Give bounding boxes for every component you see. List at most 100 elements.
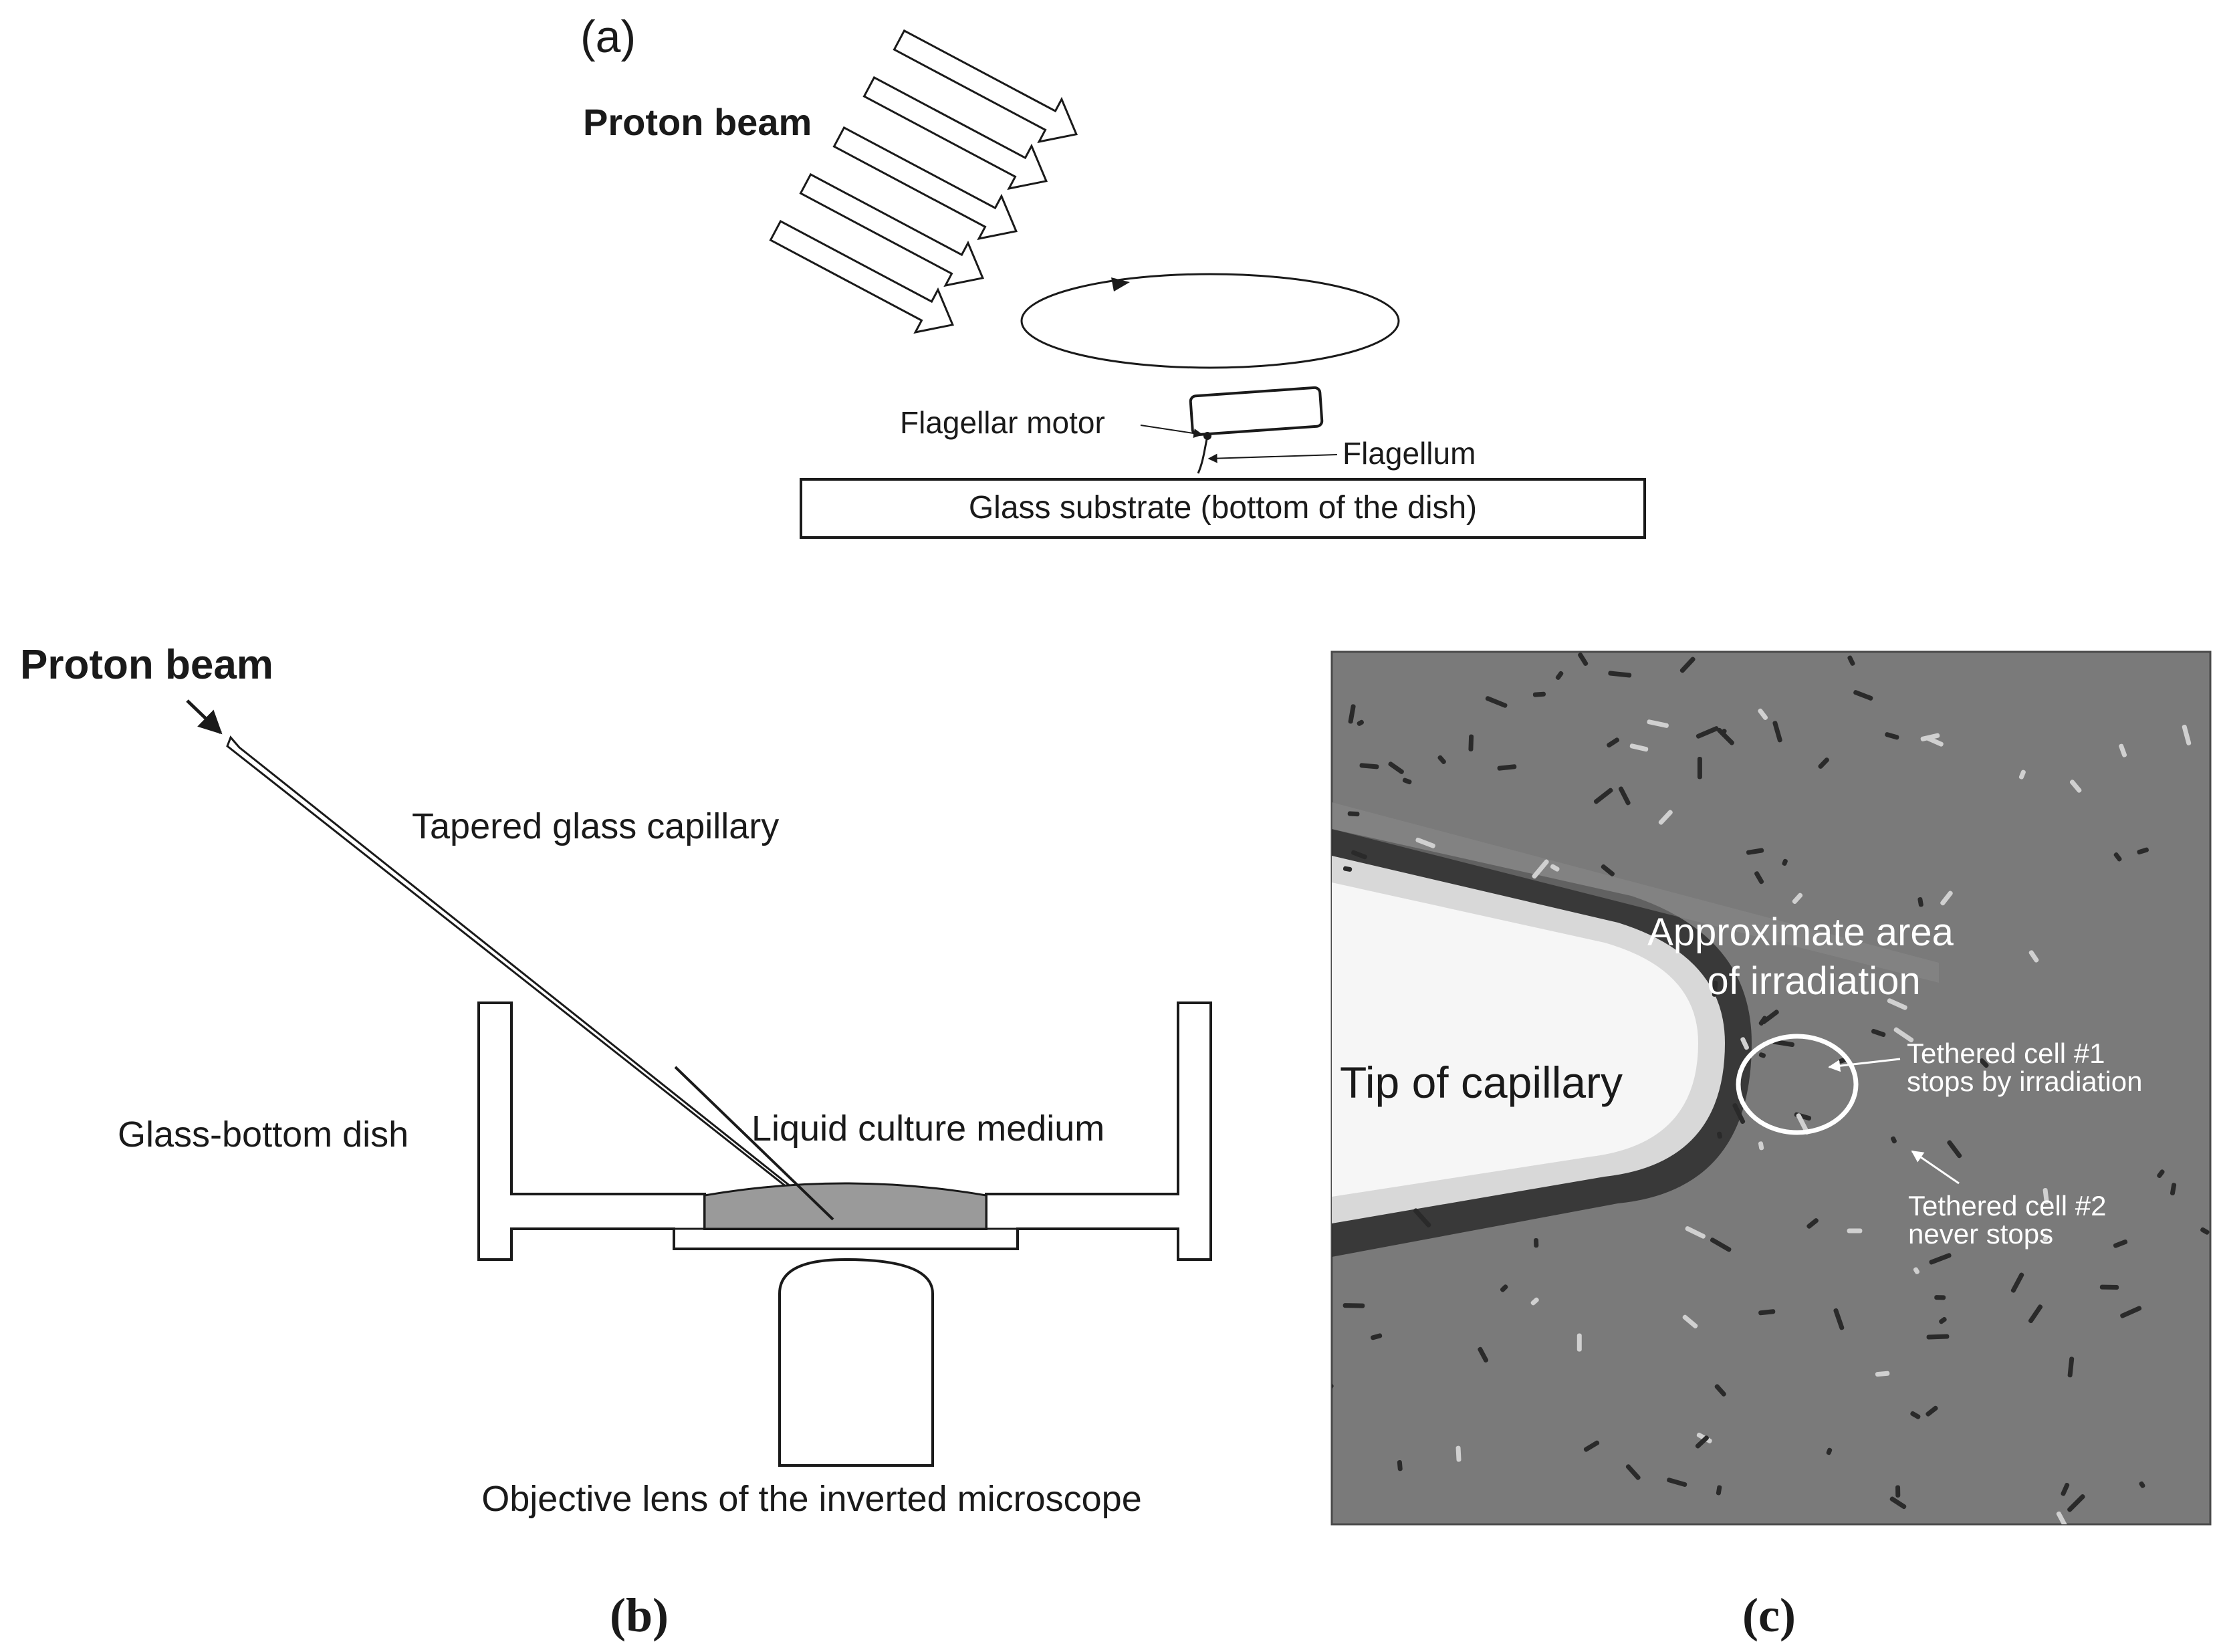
tip-of-capillary-label: Tip of capillary: [1340, 1058, 1623, 1107]
bacterium: [1913, 1267, 1920, 1274]
bacterium: [2120, 1306, 2142, 1318]
bacterium: [1351, 850, 1367, 860]
bacterium: [1716, 1131, 1722, 1139]
bacterium: [1714, 1384, 1726, 1397]
bacterium: [2061, 1482, 2070, 1496]
bacterium: [2069, 780, 2082, 793]
bacterium: [1833, 1308, 1845, 1330]
cell1-label-line2: stops by irradiation: [1907, 1066, 2143, 1097]
bacterium: [1577, 1333, 1582, 1352]
bacterium: [1926, 1334, 1950, 1340]
bacterium: [2010, 1272, 2024, 1293]
bacterium: [1796, 1113, 1810, 1135]
panel-c-caption: (c): [1742, 1588, 1796, 1642]
beam-arrow-4: [799, 172, 984, 287]
panel-a: (a) Proton beam Flagellar motor Flagellu…: [580, 11, 1646, 539]
bacterium: [1550, 864, 1560, 872]
cell-body: [1189, 386, 1324, 437]
glass-substrate-label: Glass substrate (bottom of the dish): [969, 490, 1477, 525]
bacterium: [1357, 719, 1365, 726]
panel-b-caption: (b): [610, 1588, 669, 1642]
flagellum-label: Flagellum: [1343, 436, 1476, 471]
bacterium: [1934, 1295, 1946, 1300]
bacterium: [1754, 871, 1764, 884]
bacterium: [1895, 1485, 1901, 1498]
bacterium: [1371, 1333, 1383, 1340]
bacterium: [1618, 786, 1631, 806]
bacterium: [1893, 1027, 1914, 1043]
bacterium: [1682, 1314, 1698, 1328]
flagellar-motor-label: Flagellar motor: [900, 405, 1105, 440]
bacterium: [1920, 733, 1940, 741]
bacterium: [1758, 708, 1768, 720]
bacterium: [1875, 1371, 1890, 1377]
bacterium: [1716, 1485, 1722, 1496]
bacterium: [1847, 655, 1855, 666]
bacterium: [1758, 1309, 1776, 1316]
bacterium: [1485, 696, 1508, 708]
medium-label: Liquid culture medium: [751, 1108, 1104, 1149]
proton-beam-label-b: Proton beam: [20, 642, 273, 688]
cell2-label-line1: Tethered cell #2: [1908, 1190, 2107, 1221]
culture-medium: [703, 1182, 987, 1230]
bacteria-cells: [1332, 653, 2210, 1524]
capillary-tip-line: [674, 1066, 834, 1221]
bacterium: [1343, 866, 1353, 872]
irradiation-label-line2: of irradiation: [1707, 959, 1920, 1003]
cell2-pointer: [1911, 1150, 1960, 1185]
capillary-bright: [1332, 882, 1698, 1197]
capillary-streak: [1332, 802, 1939, 983]
bacterium: [1710, 1237, 1732, 1252]
bacterium: [1532, 859, 1549, 879]
bacterium: [1746, 848, 1764, 855]
bacterium: [1758, 1141, 1764, 1151]
bacterium: [1818, 757, 1829, 769]
bacterium: [1772, 721, 1782, 743]
bacterium: [2056, 1511, 2069, 1524]
bacterium: [1658, 810, 1673, 825]
bacterium: [1455, 1445, 1462, 1462]
bacterium: [1578, 653, 1589, 666]
bacterium: [1732, 1103, 1746, 1124]
bacterium: [2182, 724, 2192, 745]
bacterium: [1359, 763, 1379, 770]
bacterium: [1608, 671, 1632, 678]
panel-c: Approximate area of irradiation Tip of c…: [1330, 651, 2212, 1642]
micrograph-content: [1332, 653, 2210, 1524]
bacterium: [1343, 1303, 1365, 1308]
bacterium: [1667, 1478, 1687, 1488]
objective-lens: [778, 1258, 934, 1467]
panel-b: Proton beam Tapered glass capillary Glas…: [20, 642, 1212, 1642]
bacterium: [1740, 1037, 1749, 1050]
cell1-pointer: [1828, 1058, 1901, 1072]
bacterium: [1593, 788, 1613, 804]
beam-arrow-2: [862, 76, 1048, 191]
bacterium: [1601, 864, 1615, 876]
bacterium: [1712, 980, 1718, 997]
beam-arrow-3: [832, 126, 1018, 241]
bacterium: [1555, 671, 1564, 680]
bacterium: [2067, 1356, 2075, 1378]
bacterium: [1647, 719, 1669, 728]
bacterium: [2043, 1187, 2049, 1204]
bacterium: [1625, 1464, 1641, 1480]
bacterium: [2028, 1304, 2043, 1324]
bacterium: [1500, 1284, 1508, 1292]
bacterium: [1792, 893, 1803, 904]
flagellar-motor-pointer: [1140, 425, 1203, 439]
bacterium: [1806, 1218, 1819, 1229]
flagellum-shape: [1197, 435, 1209, 474]
bacterium: [1679, 657, 1696, 673]
rotation-arrowhead: [1111, 277, 1130, 291]
bacterium: [2157, 1169, 2165, 1179]
bacterium: [1826, 1447, 1833, 1455]
bacterium: [1887, 998, 1907, 1010]
irradiation-label-line1: Approximate area: [1647, 911, 1954, 954]
bacterium: [1415, 837, 1435, 848]
bacterium: [1889, 1496, 1907, 1510]
proton-beam-label-a: Proton beam: [583, 101, 812, 143]
bacterium: [1583, 1440, 1600, 1452]
bacterium: [1695, 1435, 1709, 1449]
bacterium: [2099, 1284, 2119, 1290]
